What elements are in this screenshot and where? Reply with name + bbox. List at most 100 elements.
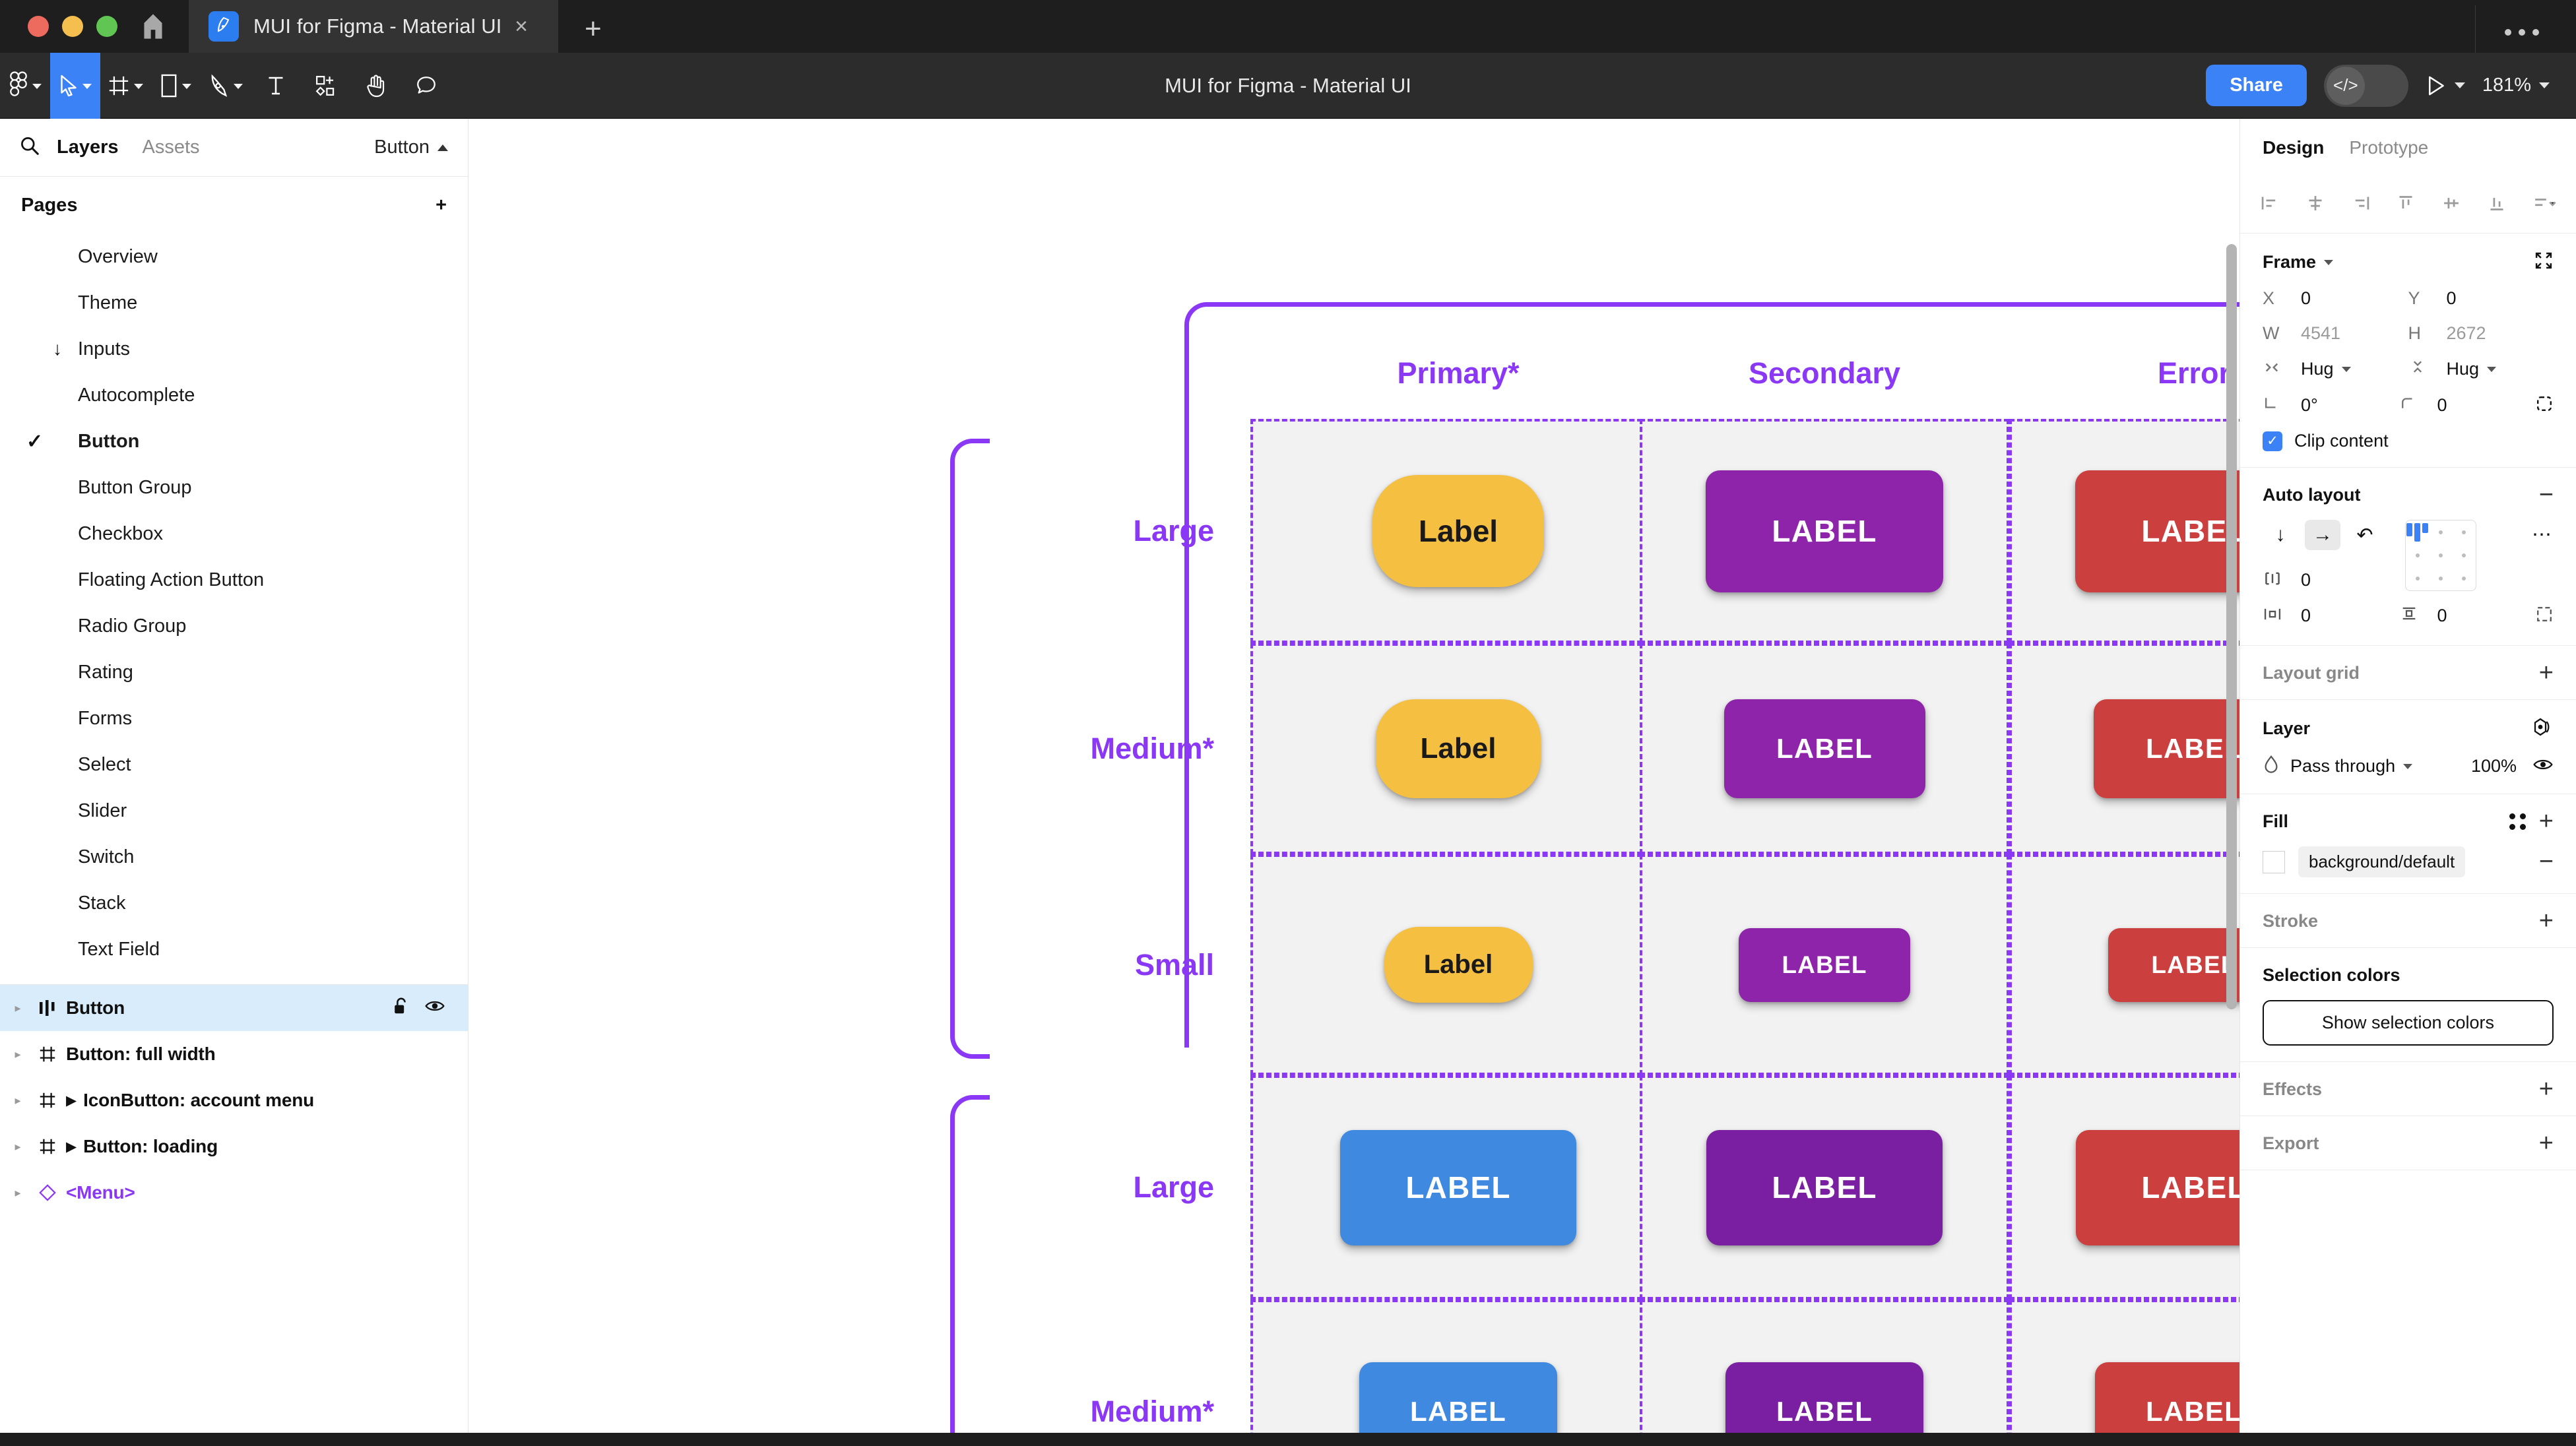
distribute-icon[interactable]: [2532, 194, 2556, 216]
layout-direction-horizontal[interactable]: →: [2305, 520, 2340, 550]
grid-cell[interactable]: LABEL: [1640, 643, 2009, 854]
align-middle-left[interactable]: [2415, 553, 2420, 557]
horizontal-resize-select[interactable]: Hug: [2301, 359, 2351, 379]
gap-value[interactable]: 0: [2301, 570, 2311, 590]
collapsed-triangle-icon[interactable]: ▶: [66, 1092, 77, 1108]
grid-cell[interactable]: LABEL: [2009, 1300, 2239, 1433]
maximize-window-button[interactable]: [96, 16, 117, 37]
vertical-resize-select[interactable]: Hug: [2447, 359, 2497, 379]
fill-style-token[interactable]: background/default: [2298, 846, 2466, 877]
fill-styles-icon[interactable]: [2509, 813, 2526, 830]
corner-radius-value[interactable]: 0: [2437, 395, 2447, 415]
align-bottom-center[interactable]: [2438, 577, 2443, 581]
design-canvas[interactable]: Contained Primary*SecondaryErrorWarningL…: [468, 119, 2239, 1433]
layout-direction-vertical[interactable]: ↓: [2275, 524, 2286, 546]
material-button[interactable]: LABEL: [2108, 927, 2239, 1002]
grid-cell[interactable]: LABEL: [2009, 643, 2239, 854]
material-button[interactable]: LABEL: [1723, 699, 1925, 798]
align-left-icon[interactable]: [2260, 194, 2280, 216]
add-stroke-button[interactable]: +: [2538, 907, 2554, 935]
material-button[interactable]: Label: [1384, 927, 1533, 1003]
material-button[interactable]: LABEL: [2093, 699, 2239, 798]
material-button[interactable]: LABEL: [2075, 470, 2239, 592]
material-button[interactable]: LABEL: [1739, 927, 1910, 1002]
minimize-window-button[interactable]: [62, 16, 83, 37]
alignment-grid[interactable]: [2405, 520, 2476, 591]
new-tab-button[interactable]: +: [585, 13, 602, 45]
material-button[interactable]: LABEL: [1725, 1362, 1923, 1433]
page-item-radio-group[interactable]: Radio Group: [0, 603, 468, 649]
align-horizontal-center-icon[interactable]: [2305, 194, 2325, 216]
eye-icon[interactable]: [424, 997, 445, 1019]
page-item-select[interactable]: Select: [0, 741, 468, 788]
grid-cell[interactable]: LABEL: [1640, 1075, 2009, 1300]
page-item-stack[interactable]: Stack: [0, 880, 468, 926]
page-item-button-group[interactable]: Button Group: [0, 464, 468, 511]
align-bottom-right[interactable]: [2462, 577, 2466, 581]
expand-arrow-icon[interactable]: ▸: [15, 1047, 21, 1061]
page-item-autocomplete[interactable]: Autocomplete: [0, 372, 468, 418]
tool-figma-menu[interactable]: [0, 53, 50, 119]
clip-content-checkbox[interactable]: ✓: [2263, 431, 2282, 451]
tool-frame[interactable]: [100, 53, 150, 119]
align-bottom-left[interactable]: [2415, 577, 2420, 581]
h-value[interactable]: 2672: [2446, 323, 2486, 343]
page-item-rating[interactable]: Rating: [0, 649, 468, 695]
remove-auto-layout-button[interactable]: −: [2538, 481, 2554, 509]
material-button[interactable]: Label: [1372, 475, 1544, 587]
tool-text[interactable]: [251, 53, 301, 119]
grid-cell[interactable]: LABEL: [1250, 1075, 1666, 1300]
expand-arrow-icon[interactable]: ▸: [15, 1139, 21, 1153]
layer-row[interactable]: ▸Button: full width: [0, 1031, 468, 1077]
add-layout-grid-button[interactable]: +: [2538, 659, 2554, 687]
grid-cell[interactable]: LABEL: [1640, 1300, 2009, 1433]
align-top-center[interactable]: [2438, 530, 2443, 534]
eye-icon[interactable]: [2532, 757, 2554, 776]
x-value[interactable]: 0: [2301, 288, 2311, 308]
material-button[interactable]: LABEL: [2076, 1129, 2239, 1245]
grid-cell[interactable]: Label: [1250, 643, 1666, 854]
w-value[interactable]: 4541: [2301, 323, 2341, 343]
remove-fill-button[interactable]: −: [2538, 848, 2554, 876]
align-top-icon[interactable]: [2396, 194, 2416, 216]
tab-prototype[interactable]: Prototype: [2349, 137, 2429, 158]
page-item-overview[interactable]: Overview: [0, 234, 468, 280]
page-selector[interactable]: Button: [374, 137, 448, 158]
expand-arrow-icon[interactable]: ▸: [15, 1185, 21, 1199]
canvas-scrollbar[interactable]: [2226, 244, 2237, 1009]
close-window-button[interactable]: [28, 16, 49, 37]
dev-mode-toggle[interactable]: </>: [2323, 64, 2408, 107]
material-button[interactable]: LABEL: [2095, 1362, 2239, 1433]
share-button[interactable]: Share: [2206, 65, 2307, 106]
page-item-switch[interactable]: Switch: [0, 834, 468, 880]
page-item-button[interactable]: ✓Button: [0, 418, 468, 464]
expand-arrow-icon[interactable]: ▸: [15, 1001, 21, 1015]
resize-to-fit-icon[interactable]: [2534, 251, 2554, 274]
tool-hand[interactable]: [351, 53, 401, 119]
opacity-value[interactable]: 100%: [2470, 756, 2517, 776]
grid-cell[interactable]: LABEL: [2009, 854, 2239, 1075]
unlock-icon[interactable]: [393, 997, 410, 1020]
material-button[interactable]: LABEL: [1706, 470, 1943, 592]
show-selection-colors-button[interactable]: Show selection colors: [2263, 1000, 2554, 1046]
y-value[interactable]: 0: [2446, 288, 2457, 308]
page-item-forms[interactable]: Forms: [0, 695, 468, 741]
page-item-checkbox[interactable]: Checkbox: [0, 511, 468, 557]
page-item-inputs[interactable]: ↓Inputs: [0, 326, 468, 372]
align-middle-right[interactable]: [2462, 553, 2466, 557]
tool-move[interactable]: [50, 52, 100, 119]
browser-tab[interactable]: MUI for Figma - Material UI ×: [189, 0, 558, 53]
page-item-theme[interactable]: Theme: [0, 280, 468, 326]
tool-pen[interactable]: [201, 53, 251, 119]
layout-wrap[interactable]: ↶: [2356, 524, 2373, 546]
tool-comment[interactable]: [401, 53, 451, 119]
close-tab-button[interactable]: ×: [515, 14, 528, 39]
grid-cell[interactable]: Label: [1250, 854, 1666, 1075]
grid-cell[interactable]: Label: [1250, 419, 1666, 643]
grid-cell[interactable]: LABEL: [2009, 1075, 2239, 1300]
tool-shape[interactable]: [150, 53, 201, 119]
grid-cell[interactable]: LABEL: [1640, 854, 2009, 1075]
fill-color-swatch[interactable]: [2263, 850, 2285, 873]
material-button[interactable]: LABEL: [1706, 1129, 1943, 1245]
expand-arrow-icon[interactable]: ▸: [15, 1093, 21, 1107]
